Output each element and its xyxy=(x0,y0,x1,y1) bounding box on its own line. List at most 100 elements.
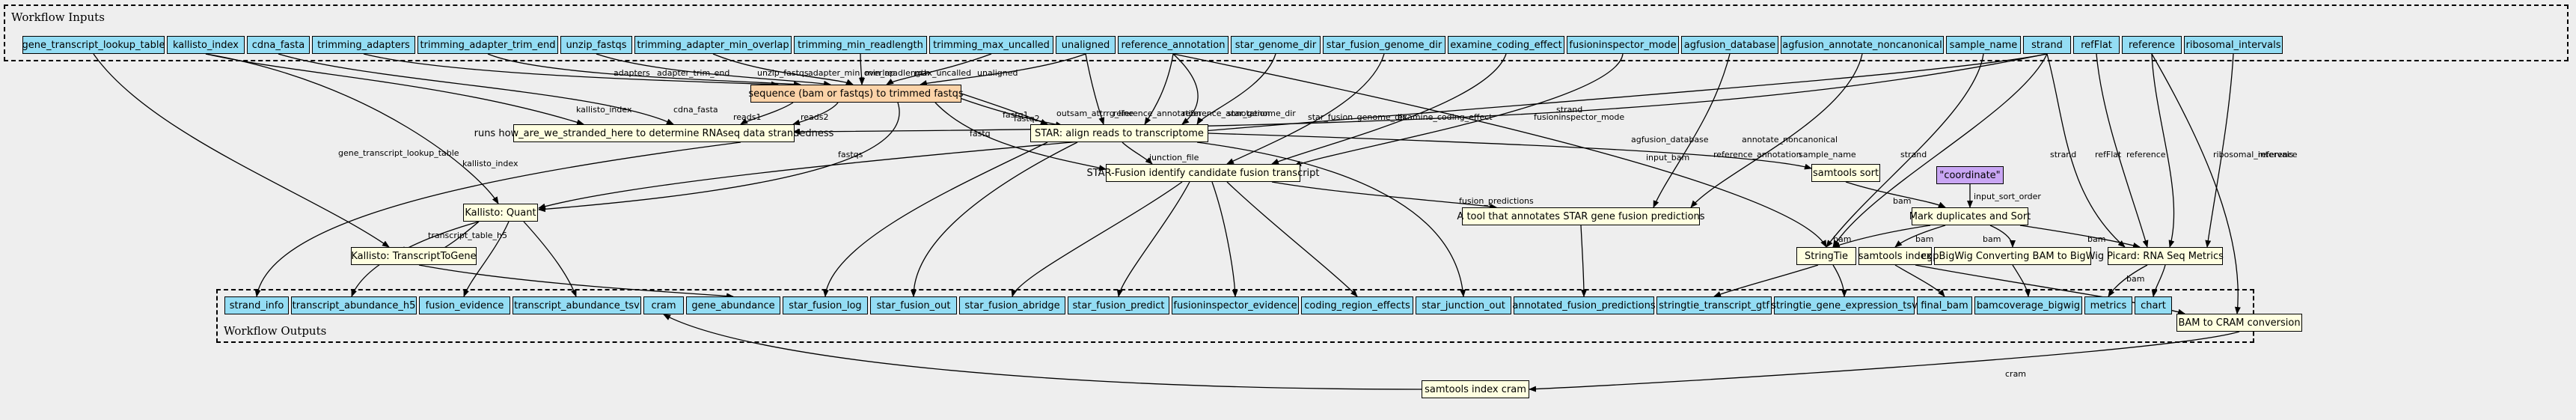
input-sample-name[interactable]: sample_name xyxy=(1946,36,2021,54)
edge-min_readlength xyxy=(858,53,865,85)
output-cram[interactable]: cram xyxy=(643,296,684,314)
input-cdna-fasta[interactable]: cdna_fasta xyxy=(247,36,310,54)
output-star-fusion-out[interactable]: star_fusion_out xyxy=(870,296,957,314)
edge-adapter_trim_end xyxy=(487,53,801,88)
edge-cdna_fasta xyxy=(278,53,674,125)
input-trimming-adapter-min-overlap[interactable]: trimming_adapter_min_overlap xyxy=(634,36,792,54)
input-trimming-max-uncalled[interactable]: trimming_max_uncalled xyxy=(929,36,1053,54)
step-mark-duplicates[interactable]: Mark duplicates and Sort xyxy=(1909,207,2031,225)
edge-label-input-sort-order: input_sort_order xyxy=(1974,192,2041,201)
edge-label-refFlat: refFlat xyxy=(2095,150,2122,159)
edge-star_fusion_genome_dir xyxy=(1226,53,1385,165)
input-trimming-adapter-trim-end[interactable]: trimming_adapter_trim_end xyxy=(417,36,558,54)
edge-gene_transcript_lookup_table xyxy=(93,53,390,248)
step-kallisto-quant[interactable]: Kallisto: Quant xyxy=(463,204,538,222)
input-strand[interactable]: strand xyxy=(2023,36,2071,54)
output-star-fusion-predict[interactable]: star_fusion_predict xyxy=(1068,296,1169,314)
input-kallisto-index[interactable]: kallisto_index xyxy=(167,36,245,54)
edge-strand-kallisto xyxy=(538,53,2048,210)
step-bigwig[interactable]: cgpBigWig Converting BAM to BigWig xyxy=(1921,247,2104,265)
input-ribosomal-intervals[interactable]: ribosomal_intervals xyxy=(2184,36,2283,54)
input-unzip-fastqs[interactable]: unzip_fastqs xyxy=(560,36,632,54)
input-star-genome-dir[interactable]: star_genome_dir xyxy=(1231,36,1321,54)
step-stringtie[interactable]: StringTie xyxy=(1796,247,1856,265)
edge-label-reads1: reads1 xyxy=(733,112,762,122)
edge-fusioninspector_mode xyxy=(1294,53,1624,167)
step-picard-metrics[interactable]: Picard: RNA Seq Metrics xyxy=(2107,247,2224,265)
edge-strand xyxy=(1832,53,2048,248)
output-star-fusion-log[interactable]: star_fusion_log xyxy=(783,296,868,314)
edge-reads1 xyxy=(740,102,794,125)
edge-label-bam: bam xyxy=(1915,234,1933,244)
input-unaligned[interactable]: unaligned xyxy=(1056,36,1116,54)
output-bamcoverage-bigwig[interactable]: bamcoverage_bigwig xyxy=(1974,296,2082,314)
input-agfusion-annotate-noncanonical[interactable]: agfusion_annotate_noncanonical xyxy=(1781,36,1944,54)
output-transcript-abundance-h5[interactable]: transcript_abundance_h5 xyxy=(291,296,417,314)
edge-star-log xyxy=(822,141,1048,297)
edge-unzip_fastqs xyxy=(596,53,831,87)
step-trim-fastqs[interactable]: sequence (bam or fastqs) to trimmed fast… xyxy=(748,85,964,103)
coordinate-value[interactable]: "coordinate" xyxy=(1936,166,2004,184)
edge-bam-bigwig xyxy=(1989,225,2016,248)
input-agfusion-database[interactable]: agfusion_database xyxy=(1681,36,1778,54)
output-final-bam[interactable]: final_bam xyxy=(1917,296,1972,314)
input-examine-coding-effect[interactable]: examine_coding_effect xyxy=(1448,36,1564,54)
output-coding-region-effects[interactable]: coding_region_effects xyxy=(1301,296,1413,314)
edge-label-bam: bam xyxy=(1893,196,1911,206)
input-reference-annotation[interactable]: reference_annotation xyxy=(1118,36,1229,54)
output-star-fusion-abridge[interactable]: star_fusion_abridge xyxy=(959,296,1065,314)
edge-label-reads2: reads2 xyxy=(801,112,829,122)
step-samtools-index-cram[interactable]: samtools index cram xyxy=(1422,380,1529,398)
output-stringtie-transcript-gtf[interactable]: stringtie_transcript_gtf xyxy=(1656,296,1772,314)
step-samtools-index[interactable]: samtools index xyxy=(1858,247,1932,265)
edge-label-examine-coding-effect: examine_coding_effect xyxy=(1398,112,1493,122)
output-chart[interactable]: chart xyxy=(2135,296,2172,314)
output-fusioninspector-evidence[interactable]: fusioninspector_evidence xyxy=(1172,296,1299,314)
edge-label-strand: strand xyxy=(1556,105,1582,115)
edge-reference-annotation-2 xyxy=(1172,53,1199,125)
step-samtools-sort[interactable]: samtools sort xyxy=(1811,164,1880,182)
output-fusion-evidence[interactable]: fusion_evidence xyxy=(419,296,510,314)
output-annotated-fusion-predictions[interactable]: annotated_fusion_predictions xyxy=(1512,296,1656,314)
input-fusioninspector-mode[interactable]: fusioninspector_mode xyxy=(1567,36,1679,54)
step-determine-strandedness[interactable]: runs how_are_we_stranded_here to determi… xyxy=(474,124,833,142)
edge-label-reference: reference xyxy=(2258,150,2298,159)
edge-label-agfusion-database: agfusion_database xyxy=(1631,135,1709,144)
step-bam-to-cram[interactable]: BAM to CRAM conversion xyxy=(2176,314,2302,332)
step-star-fusion[interactable]: STAR-Fusion identify candidate fusion tr… xyxy=(1086,164,1320,182)
edge-label-bam: bam xyxy=(1833,234,1851,244)
edge-label-ribosomal-intervals: ribosomal_intervals xyxy=(2213,150,2294,159)
step-kallisto-tx2gene[interactable]: Kallisto: TranscriptToGene xyxy=(351,247,477,265)
output-strand-info[interactable]: strand_info xyxy=(224,296,289,314)
edge-label-adapter-trim-end: adapter_trim_end xyxy=(657,68,729,78)
output-transcript-abundance-tsv[interactable]: transcript_abundance_tsv xyxy=(513,296,641,314)
input-trimming-adapters[interactable]: trimming_adapters xyxy=(312,36,415,54)
output-stringtie-gene-expression-tsv[interactable]: stringtie_gene_expression_tsv xyxy=(1771,296,1918,314)
output-metrics[interactable]: metrics xyxy=(2084,296,2132,314)
edge-fastq xyxy=(934,102,1107,171)
output-gene-abundance[interactable]: gene_abundance xyxy=(686,296,780,314)
edge-cram-output xyxy=(663,314,1422,390)
edge-label-star-genome-dir: star_genome_dir xyxy=(1227,109,1296,118)
step-agfusion[interactable]: A tool that annotates STAR gene fusion p… xyxy=(1457,207,1705,225)
edge-label-fusion-predictions: fusion_predictions xyxy=(1459,196,1534,206)
step-star-align[interactable]: STAR: align reads to transcriptome xyxy=(1030,124,1208,142)
edge-bam xyxy=(1845,181,1946,208)
edge-label-kallisto-index: kallisto_index xyxy=(576,105,632,115)
input-refflat[interactable]: refFlat xyxy=(2073,36,2120,54)
edge-junction_file xyxy=(1122,141,1153,165)
edge-ribosomal_intervals xyxy=(2205,53,2234,248)
edge-unaligned xyxy=(920,53,1086,86)
edge-label-annotate-noncanonical: annotate_noncanonical xyxy=(1742,135,1838,144)
input-reference[interactable]: reference xyxy=(2122,36,2182,54)
input-gene-transcript-lookup-table[interactable]: gene_transcript_lookup_table xyxy=(22,36,165,54)
edge-label-cram: cram xyxy=(2005,369,2026,379)
edge-bam-cram xyxy=(2151,264,2166,297)
edge-label-bam: bam xyxy=(1983,234,2001,244)
input-trimming-min-readlength[interactable]: trimming_min_readlength xyxy=(794,36,927,54)
edge-label-outsam-attrrg-line: outsam_attrrg_line xyxy=(1056,109,1133,118)
input-star-fusion-genome-dir[interactable]: star_fusion_genome_dir xyxy=(1323,36,1445,54)
edge-label-reference-annotation: reference_annotation xyxy=(1113,109,1202,118)
edge-label-reference: reference xyxy=(2126,150,2166,159)
output-star-junction-out[interactable]: star_junction_out xyxy=(1416,296,1511,314)
